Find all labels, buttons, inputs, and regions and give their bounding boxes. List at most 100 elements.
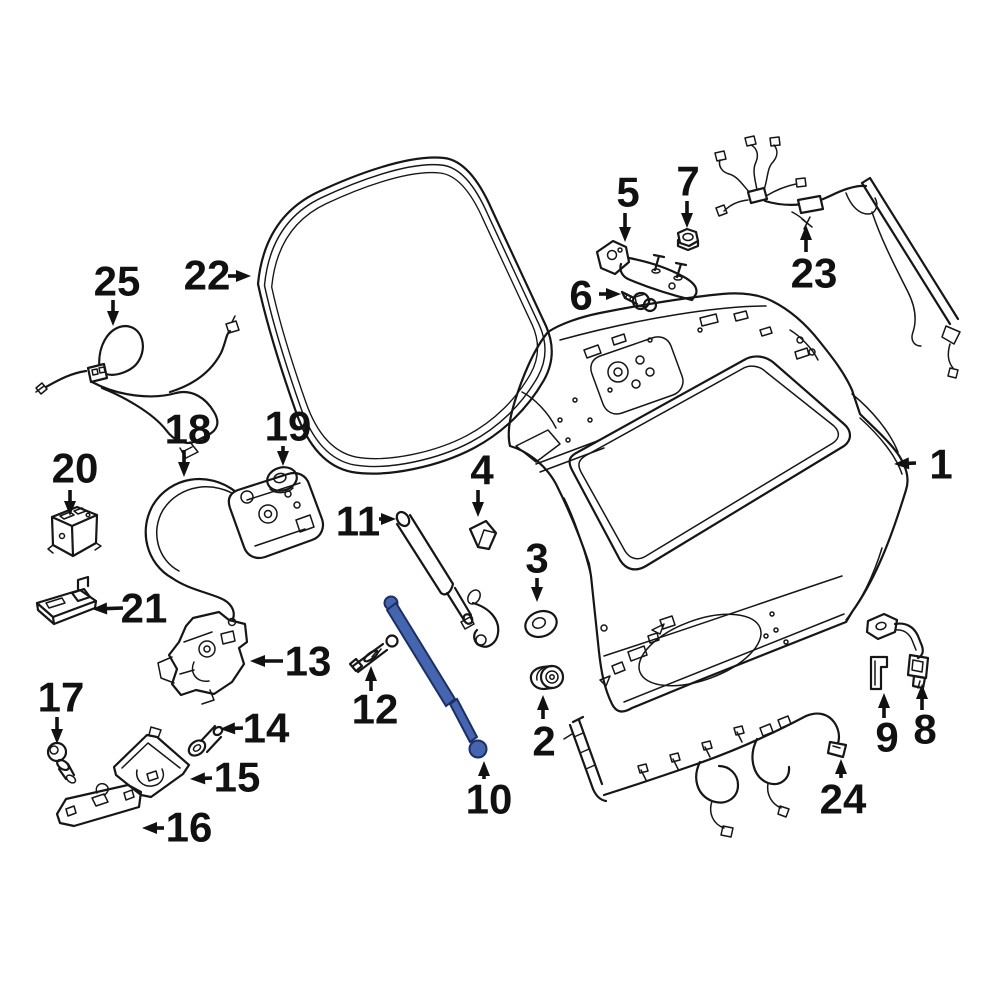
callout-arrowhead <box>365 666 377 681</box>
callout-arrowhead <box>916 684 928 699</box>
callout-18: 18 <box>165 406 212 477</box>
part-number-label: 2 <box>532 718 555 765</box>
part-4-wedge-clip <box>468 519 498 551</box>
callout-arrowhead <box>878 693 890 708</box>
callout-25: 25 <box>94 258 141 326</box>
callout-10: 10 <box>466 761 513 823</box>
part-14-pin <box>187 724 224 757</box>
callout-9: 9 <box>875 693 899 761</box>
part-18-cable-actuator <box>144 471 325 627</box>
callout-3: 3 <box>525 535 549 602</box>
callout-arrowhead <box>894 457 910 470</box>
part-24-wire-harness-lower <box>563 712 848 838</box>
part-20-module-box <box>47 505 102 558</box>
part-number-label: 10 <box>466 776 513 823</box>
callout-8: 8 <box>913 684 937 753</box>
part-9-clip <box>869 655 889 691</box>
callout-7: 7 <box>676 158 700 228</box>
part-25-wire-harness-left <box>35 315 240 459</box>
callout-1: 1 <box>894 441 953 488</box>
part-23-wire-harness-upper <box>714 135 961 379</box>
callout-12: 12 <box>352 666 399 733</box>
part-number-label: 23 <box>791 250 838 297</box>
part-number-label: 6 <box>569 272 592 319</box>
callout-arrowhead <box>619 227 631 242</box>
callout-11: 11 <box>336 498 396 545</box>
part-13-latch-assembly <box>157 610 249 705</box>
callout-arrowhead <box>64 501 76 516</box>
part-number-label: 8 <box>913 706 936 753</box>
callout-arrowhead <box>835 759 847 774</box>
callout-arrowhead <box>250 655 265 667</box>
callout-arrowhead <box>381 513 396 525</box>
callout-15: 15 <box>190 754 260 801</box>
part-15-license-bracket <box>112 726 191 799</box>
part-12-ball-stud-bolt <box>348 634 399 674</box>
callout-arrowhead <box>277 451 289 466</box>
part-number-label: 14 <box>243 705 290 752</box>
part-number-label: 20 <box>52 445 99 492</box>
callout-4: 4 <box>470 447 494 517</box>
callout-arrowhead <box>606 288 621 300</box>
part-number-label: 15 <box>214 754 261 801</box>
part-number-label: 17 <box>38 674 85 721</box>
part-number-label: 12 <box>352 686 399 733</box>
callout-19: 19 <box>265 403 312 466</box>
part-10-support-strut-highlighted <box>383 595 488 759</box>
part-number-label: 5 <box>616 169 639 216</box>
callout-arrowhead <box>107 311 119 326</box>
callout-21: 21 <box>92 585 167 632</box>
callout-arrowhead <box>478 761 490 776</box>
part-number-label: 9 <box>875 714 898 761</box>
callout-6: 6 <box>569 272 621 319</box>
callout-22: 22 <box>184 252 251 299</box>
part-number-label: 25 <box>94 258 141 305</box>
part-19-grommet <box>266 466 298 494</box>
part-number-label: 4 <box>470 447 494 494</box>
part-6-bolt <box>620 290 658 313</box>
callout-arrowhead <box>681 213 693 228</box>
part-number-label: 24 <box>820 776 867 823</box>
callout-arrowhead <box>190 772 206 785</box>
part-number-label: 13 <box>285 638 332 685</box>
part-number-label: 21 <box>121 585 168 632</box>
callout-arrow-line <box>106 606 124 611</box>
callout-16: 16 <box>142 804 212 851</box>
part-number-label: 11 <box>336 498 380 545</box>
callout-arrowhead <box>51 729 63 744</box>
part-16-reinforcement-plate <box>55 782 143 828</box>
callout-arrowhead <box>220 722 236 735</box>
callout-20: 20 <box>52 445 99 516</box>
callout-2: 2 <box>532 695 556 765</box>
part-8-bracket-arm <box>865 612 930 690</box>
callout-24: 24 <box>820 759 867 823</box>
part-22-weatherstrip-seal <box>256 156 553 475</box>
callout-14: 14 <box>220 705 290 752</box>
part-number-label: 18 <box>165 406 212 453</box>
callout-arrowhead <box>472 502 484 517</box>
callout-arrowhead <box>236 270 251 282</box>
part-number-label: 22 <box>184 252 231 299</box>
part-2-bumper-stop <box>529 664 565 691</box>
part-1-liftgate-panel <box>507 292 909 713</box>
part-5-hinge-bracket <box>595 239 698 302</box>
callout-arrowhead <box>142 822 157 834</box>
part-11-support-strut <box>395 510 500 648</box>
part-number-label: 3 <box>525 535 548 582</box>
part-number-label: 19 <box>265 403 312 450</box>
part-21-bracket-clip <box>35 575 98 626</box>
callout-23: 23 <box>791 225 838 297</box>
callout-arrowhead <box>800 225 812 240</box>
part-number-label: 16 <box>166 804 213 851</box>
callout-arrowhead <box>178 462 190 477</box>
callout-13: 13 <box>250 638 331 685</box>
callout-arrowhead <box>531 587 543 602</box>
part-number-label: 1 <box>929 441 952 488</box>
part-number-label: 7 <box>676 158 699 205</box>
callout-17: 17 <box>38 674 85 744</box>
part-3-grommet-oval <box>524 609 558 639</box>
part-17-push-pin-clip <box>46 741 77 784</box>
